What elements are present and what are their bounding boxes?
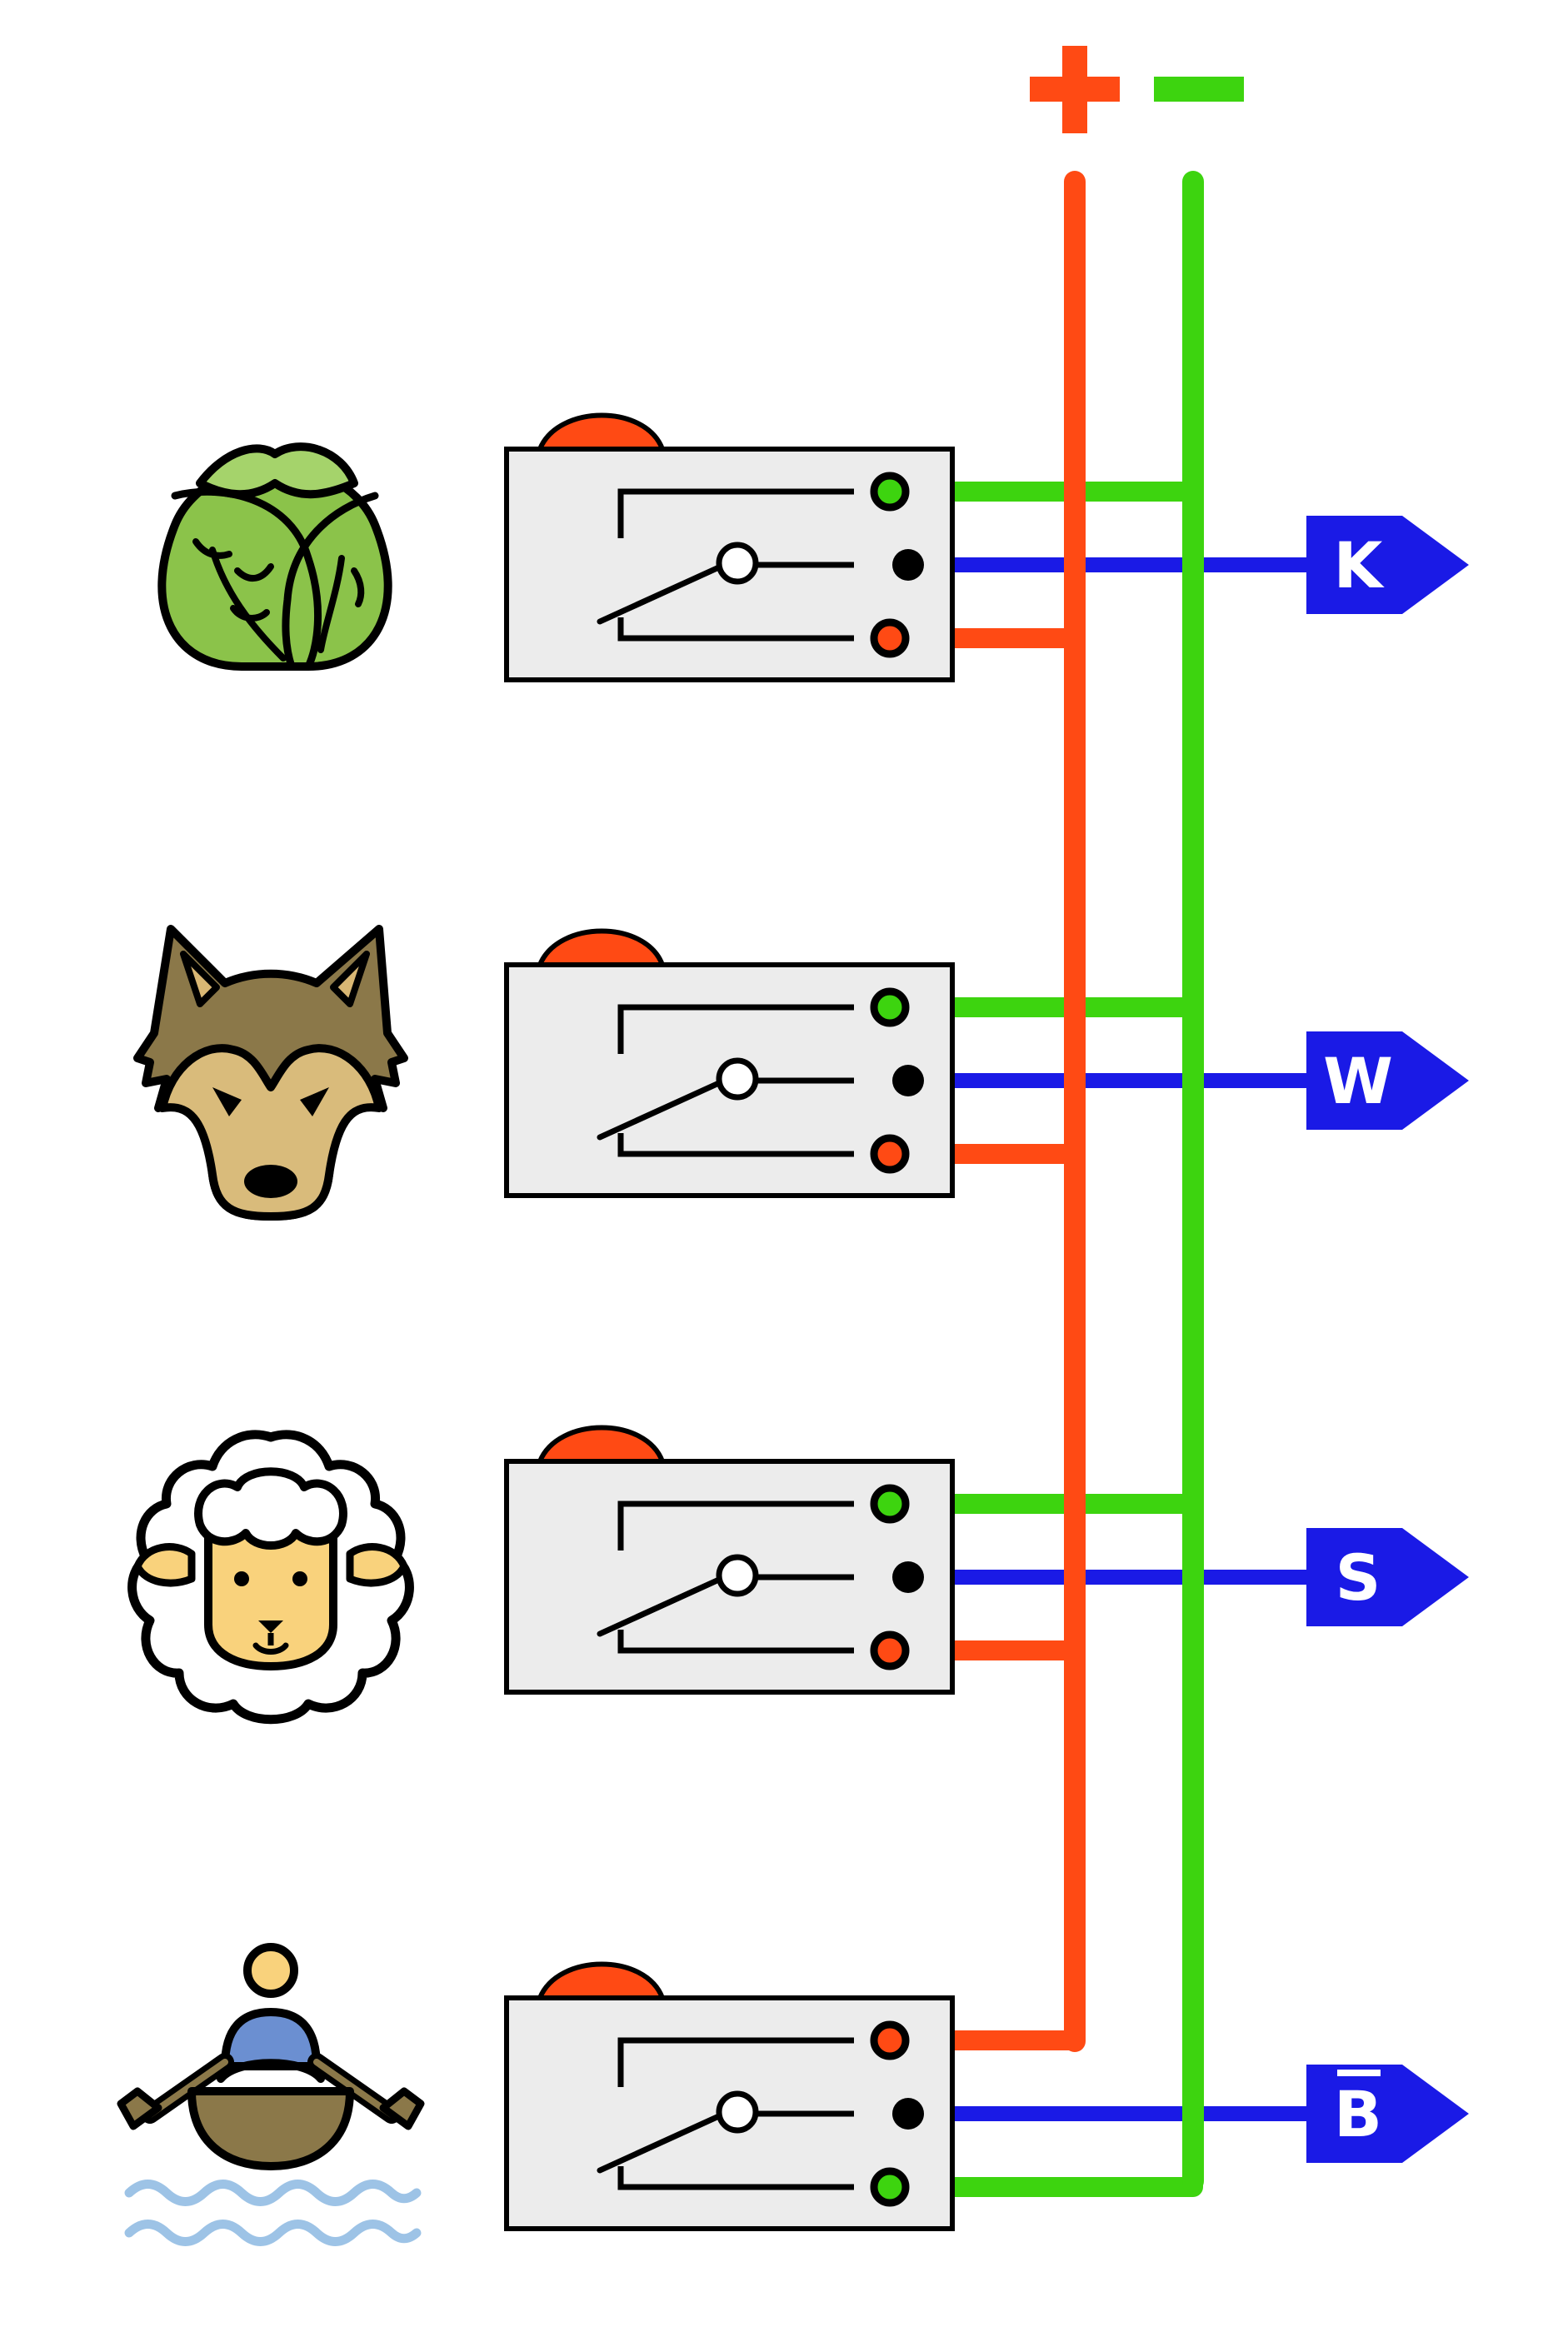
switch-button — [536, 412, 667, 452]
contact-top — [617, 488, 854, 538]
terminal-middle — [892, 1065, 924, 1096]
output-label: B — [1334, 2077, 1382, 2151]
switch-lever — [597, 1575, 724, 1637]
contact-bottom — [617, 1133, 854, 1157]
switch-button — [536, 928, 667, 967]
cabbage-icon — [157, 442, 392, 671]
contact-bottom — [617, 2166, 854, 2190]
output-tag-k: K — [1306, 516, 1469, 614]
switch-lever — [597, 563, 724, 625]
output-arrow — [1306, 516, 1469, 614]
pivot-terminal — [716, 2090, 759, 2134]
output-tag-s: S — [1306, 1528, 1469, 1626]
terminal-bottom — [870, 1134, 910, 1174]
terminal-bottom — [870, 2167, 910, 2207]
contact-top — [617, 2037, 854, 2087]
contact-bottom — [617, 1630, 854, 1654]
wires — [880, 482, 1325, 2197]
pivot-terminal — [716, 542, 759, 585]
sheep-icon — [127, 1430, 414, 1725]
switch-1: K — [504, 412, 1469, 682]
terminal-top — [870, 472, 910, 512]
minus-symbol — [1154, 77, 1244, 102]
output-label: K — [1334, 528, 1386, 602]
output-tag-b: B — [1306, 2065, 1469, 2163]
output-label: S — [1336, 1541, 1381, 1615]
terminal-top — [870, 1484, 910, 1524]
output-arrow — [1306, 1528, 1469, 1626]
terminal-middle — [892, 1561, 924, 1593]
terminal-middle — [892, 2098, 924, 2130]
output-arrow — [1306, 2065, 1469, 2163]
contact-bottom — [617, 617, 854, 642]
terminal-bottom — [870, 1630, 910, 1670]
contact-top — [617, 1501, 854, 1551]
output-tag-w: W — [1306, 1031, 1469, 1130]
terminal-top — [870, 987, 910, 1027]
terminal-middle — [892, 549, 924, 581]
switch-lever — [597, 2112, 724, 2174]
output-arrow — [1306, 1031, 1469, 1130]
overline-bar — [1337, 2070, 1381, 2076]
switch-3: S — [504, 1425, 1469, 1695]
switch-lever — [597, 1079, 724, 1141]
output-label: W — [1323, 1044, 1393, 1118]
rower-icon — [117, 1943, 425, 2246]
terminal-bottom — [870, 618, 910, 658]
wolf-icon — [133, 925, 408, 1221]
pivot-terminal — [716, 1057, 759, 1101]
pivot-terminal — [716, 1554, 759, 1597]
switch-button — [536, 1425, 667, 1464]
plus-symbol — [1030, 46, 1120, 133]
contact-top — [617, 1004, 854, 1054]
switch-2: W — [504, 928, 1469, 1198]
switch-4: B — [504, 1961, 1469, 2231]
terminal-top — [870, 2020, 910, 2060]
switches: K W S B — [504, 412, 1469, 2231]
switch-button — [536, 1961, 667, 2000]
